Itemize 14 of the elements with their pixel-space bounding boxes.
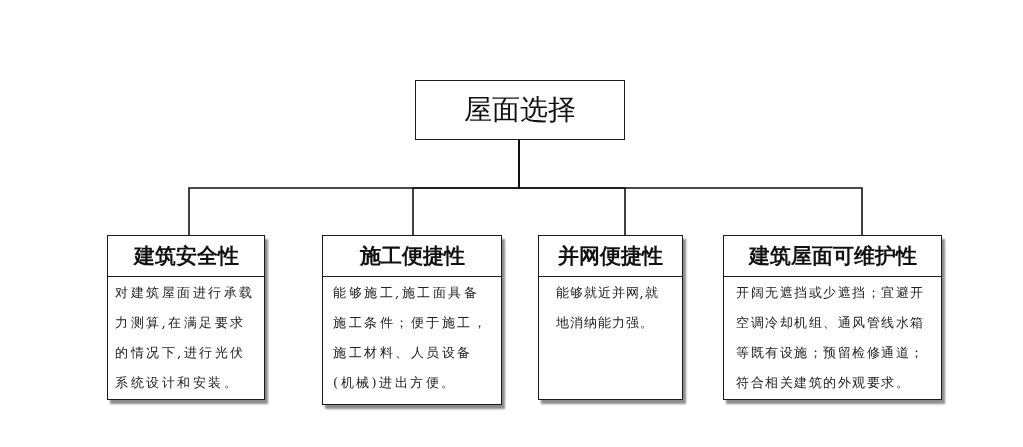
card-heading: 建筑安全性 (108, 236, 264, 277)
category-card (723, 235, 942, 400)
card-description: 开阔无遮挡或少遮挡；宜避开空调冷却机组、通风管线水箱等既有设施；预留检修通道；符合相关建筑的外观要求。 (736, 284, 926, 392)
category-card (107, 235, 265, 400)
card-heading: 建筑屋面可维护性 (724, 236, 941, 277)
card-description: 对建筑屋面进行承载力测算,在满足要求的情况下,进行光伏系统设计和安装。 (115, 284, 256, 392)
root-box (415, 80, 625, 140)
card-description: 能够施工,施工面具备施工条件；便于施工，施工材料、人员设备(机械)进出方便。 (333, 284, 489, 392)
card-description: 能够就近并网,就地消纳能力强。 (555, 284, 660, 332)
category-card (322, 235, 502, 405)
card-heading: 并网便捷性 (539, 236, 682, 277)
category-card (538, 235, 683, 400)
card-heading: 施工便捷性 (323, 236, 501, 277)
root-label: 屋面选择 (464, 92, 576, 128)
